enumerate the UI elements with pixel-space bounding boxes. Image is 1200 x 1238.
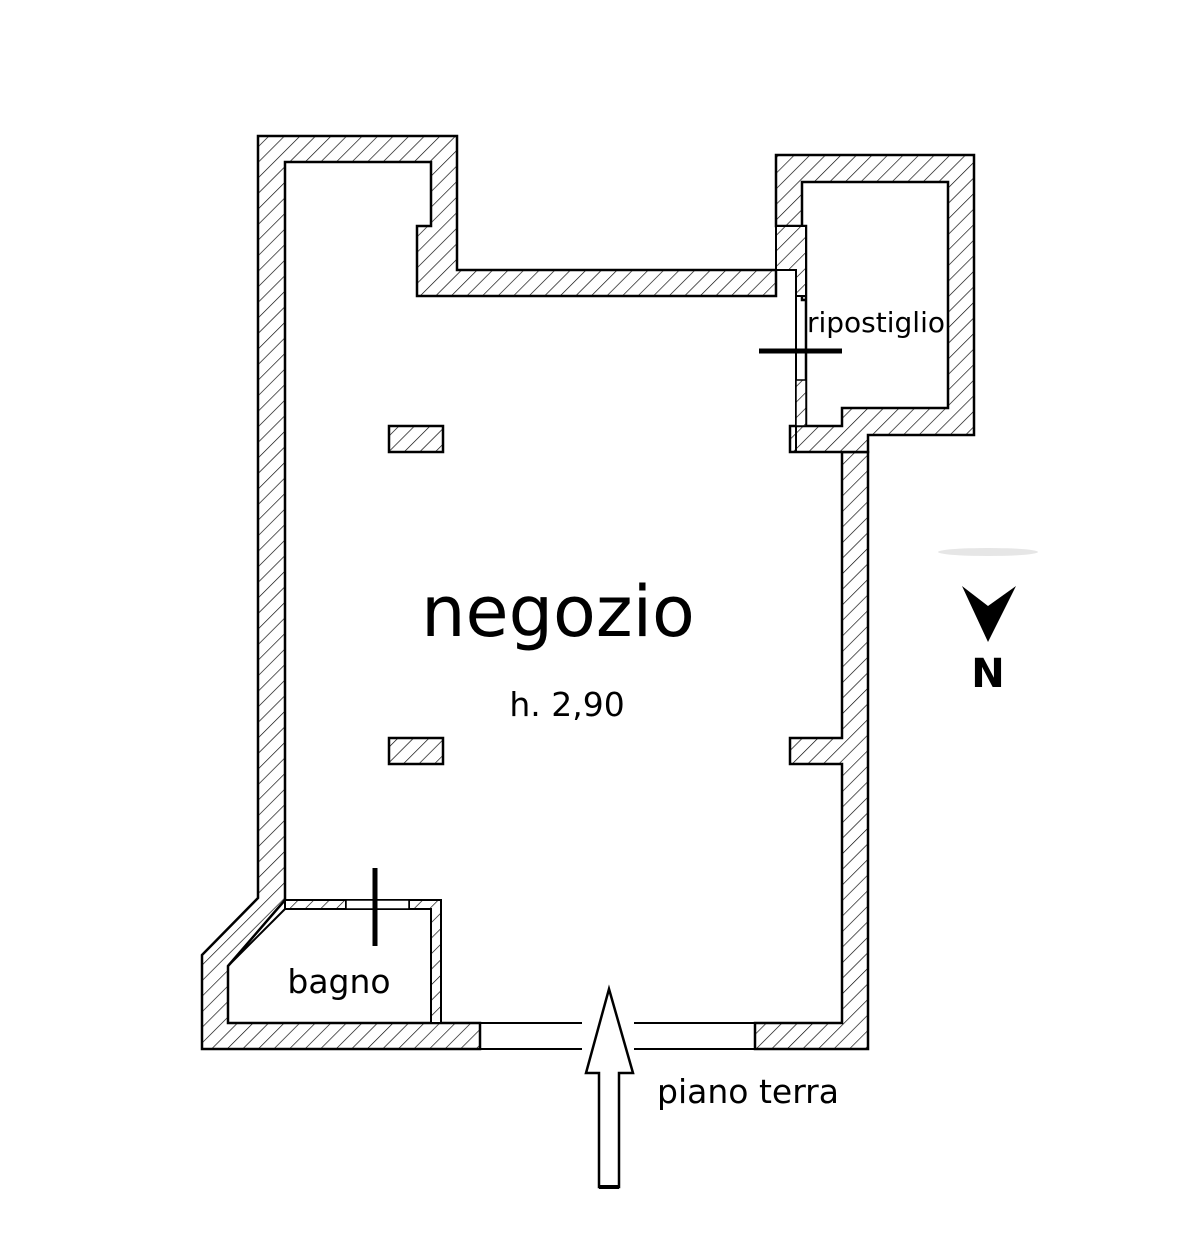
pillar-bottom	[387, 736, 445, 766]
room-label-negozio: negozio	[421, 571, 695, 653]
pillar-top	[387, 424, 445, 454]
room-height-label: h. 2,90	[509, 685, 624, 724]
storage-door-edge	[795, 379, 807, 427]
compass-shadow	[938, 548, 1038, 556]
entrance-arrow-icon	[584, 984, 635, 1189]
room-label-bagno: bagno	[287, 962, 390, 1001]
right-wall	[753, 450, 870, 1051]
bathroom-diagonal-wall	[227, 908, 286, 967]
north-arrow-icon	[962, 586, 1016, 642]
room-label-ripostiglio: ripostiglio	[807, 306, 945, 339]
compass-label: N	[971, 651, 1004, 697]
storage-wall-stub	[775, 225, 807, 297]
floor-label: piano terra	[657, 1072, 839, 1111]
